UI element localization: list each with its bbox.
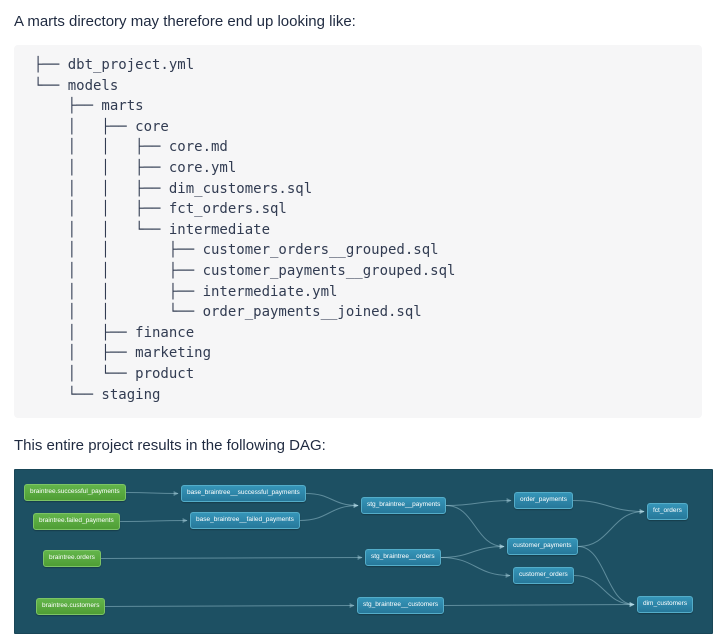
dag-node-stg_payments: stg_braintree__payments (361, 497, 447, 514)
dag-edge-base_failed_payments-to-stg_payments (299, 503, 359, 522)
dag-edge-customer_payments-to-fct_orders (577, 509, 645, 548)
dag-edge-base_successful_payments-to-stg_payments (305, 493, 359, 509)
dag-node-stg_customers: stg_braintree__customers (357, 597, 445, 614)
dag-edge-src_orders-to-stg_orders (100, 555, 363, 561)
dag-node-base_successful_payments: base_braintree__successful_payments (181, 485, 306, 502)
dag-edge-stg_orders-to-customer_orders (440, 557, 511, 579)
directory-tree-text: ├── dbt_project.yml └── models ├── marts… (34, 57, 456, 403)
dag-node-src_customers: braintree.customers (36, 598, 106, 615)
dag-node-fct_orders: fct_orders (647, 503, 688, 520)
intro-paragraph: A marts directory may therefore end up l… (14, 13, 356, 30)
dag-node-src_orders: braintree.orders (43, 550, 101, 567)
dag-edge-stg_payments-to-order_payments (445, 498, 512, 507)
dag-edge-order_payments-to-fct_orders (572, 500, 645, 515)
dag-edge-stg_payments-to-customer_payments (445, 505, 505, 550)
dag-node-dim_customers: dim_customers (637, 596, 694, 613)
dag-image: braintree.successful_payments base_braint… (14, 469, 713, 635)
directory-tree-code-block: ├── dbt_project.yml └── models ├── marts… (14, 45, 702, 419)
dag-node-src_failed_payments: braintree.failed_payments (33, 513, 120, 530)
dag-node-base_failed_payments: base_braintree__failed_payments (190, 512, 300, 529)
dag-node-customer_payments: customer_payments (507, 538, 578, 555)
dag-edge-customer_orders-to-dim_customers (573, 575, 635, 608)
dag-node-stg_orders: stg_braintree__orders (365, 549, 441, 566)
dag-node-customer_orders: customer_orders (513, 567, 574, 584)
dag-intro-paragraph: This entire project results in the follo… (14, 437, 326, 455)
dag-edges-layer (100, 491, 645, 609)
dag-node-order_payments: order_payments (514, 492, 573, 509)
dag-edge-customer_payments-to-dim_customers (577, 546, 635, 608)
dag-edge-stg_customers-to-dim_customers (443, 602, 635, 608)
dag-edge-src_successful_payments-to-base_successful_payments (125, 491, 179, 497)
dag-node-src_successful_payments: braintree.successful_payments (24, 484, 126, 501)
dag-edge-src_failed_payments-to-base_failed_payments (119, 518, 188, 524)
dag-edge-src_customers-to-stg_customers (104, 603, 355, 609)
dag-edge-stg_orders-to-customer_payments (440, 544, 505, 559)
